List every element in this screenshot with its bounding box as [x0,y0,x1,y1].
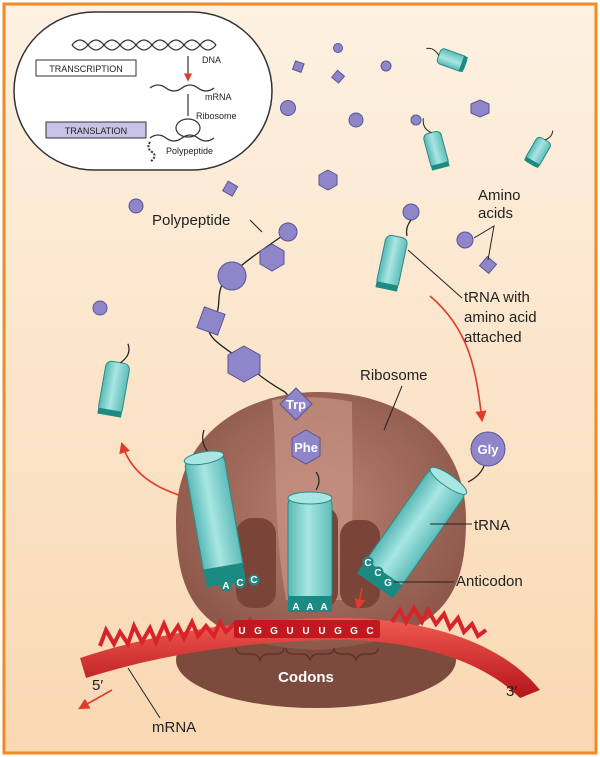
svg-text:U: U [302,626,309,637]
free-amino-acids [92,43,498,316]
phe-amino-acid: Phe [291,429,321,465]
mrna-direction-arrow [78,689,113,710]
svg-text:G: G [350,626,358,637]
anticodon-right: C C G [362,556,394,589]
inset-ribosome-label: Ribosome [196,111,237,121]
svg-text:A: A [292,602,299,613]
svg-text:Gly: Gly [478,442,500,457]
amino-acids-label-line1: Amino [478,187,521,204]
incoming-arrow [429,295,487,423]
svg-text:G: G [334,626,342,637]
anticodon-middle: A A A [292,602,327,613]
amino-acid-sphere [456,231,474,249]
amino-acids-label-line2: acids [478,205,513,222]
free-trna-top [422,47,554,171]
codon-sequence: U G G U U U G G C [234,620,380,638]
inset-transcription-label: TRANSCRIPTION [49,64,123,74]
trna-right [356,466,468,599]
mrna-label: mRNA [152,719,196,736]
trna-attached-label-line1: tRNA with [464,289,530,306]
five-prime-label: 5′ [92,677,103,694]
anticodon-left: A C C [220,574,260,592]
inset-mrna-strand [149,84,215,92]
released-trna [97,343,130,418]
svg-text:G: G [384,578,392,589]
svg-text:U: U [318,626,325,637]
svg-text:Trp: Trp [286,397,306,412]
trna-left [183,429,246,588]
gly-amino-acid: Gly [467,431,506,483]
codon-brackets [235,647,379,662]
svg-text:C: C [374,568,381,579]
exit-arrow [119,441,183,497]
svg-text:G: G [254,626,262,637]
trna-attached-label-line3: attached [464,329,522,346]
svg-text:A: A [320,602,327,613]
trna-attached-label-line2: amino acid [464,309,537,326]
ribosome-label: Ribosome [360,367,428,384]
svg-text:Phe: Phe [294,440,318,455]
svg-text:A: A [222,581,229,592]
svg-text:A: A [306,602,313,613]
inset-mrna-label: mRNA [205,92,232,102]
inset-overview: TRANSCRIPTION DNA mRNA TRANSLATION Ribos… [13,11,273,171]
trna-with-amino-acid [375,203,420,292]
pairing-arrow [354,587,366,611]
trna-label: tRNA [474,517,510,534]
polypeptide-label: Polypeptide [152,212,230,229]
inset-polypeptide-label: Polypeptide [166,146,213,156]
svg-text:U: U [238,626,245,637]
amino-acid-cube [478,255,498,275]
trna-middle [287,471,333,612]
svg-text:C: C [236,578,243,589]
three-prime-label: 3′ [506,683,517,700]
trp-amino-acid: Trp [279,387,313,421]
inset-translation-label: TRANSLATION [65,126,127,136]
codons-label: Codons [278,669,334,686]
anticodon-label: Anticodon [456,573,523,590]
svg-text:C: C [366,626,373,637]
svg-text:C: C [250,575,257,586]
polypeptide-chain [196,222,317,491]
inset-dna-label: DNA [202,55,221,65]
svg-text:C: C [364,558,371,569]
inset-ribosome [175,118,201,138]
svg-text:G: G [270,626,278,637]
svg-text:U: U [286,626,293,637]
dna-helix [71,39,217,51]
